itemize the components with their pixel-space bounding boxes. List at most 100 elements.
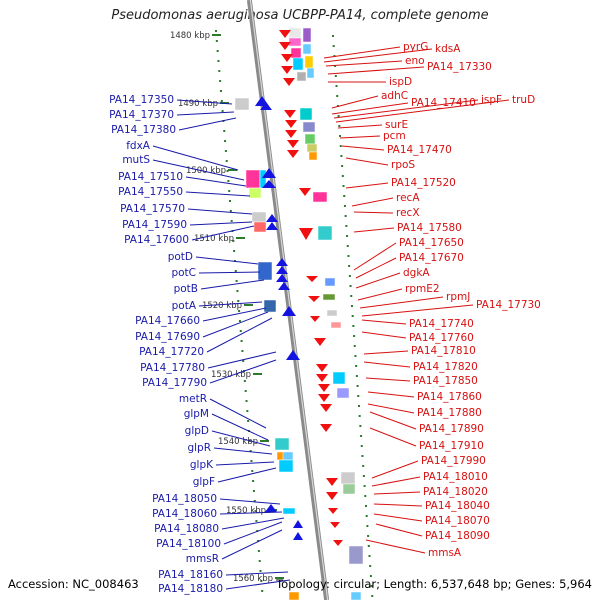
reverse-gene-arrow[interactable] (299, 188, 311, 196)
feature-box[interactable] (348, 545, 364, 565)
forward-gene-arrow[interactable] (278, 282, 290, 290)
feature-box[interactable] (306, 67, 315, 79)
forward-gene-arrow[interactable] (282, 306, 296, 316)
feature-box[interactable] (350, 591, 362, 600)
gene-label-ispF[interactable]: ispF (481, 94, 502, 106)
gene-label-recX[interactable]: recX (396, 207, 420, 219)
gene-label-PA14_17880[interactable]: PA14_17880 (417, 407, 482, 419)
gene-label-eno[interactable]: eno (405, 55, 425, 67)
feature-box[interactable] (299, 107, 313, 121)
feature-box[interactable] (278, 459, 294, 473)
reverse-gene-arrow[interactable] (285, 120, 297, 128)
gene-label-PA14_18060[interactable]: PA14_18060 (152, 508, 217, 520)
gene-label-PA14_18070[interactable]: PA14_18070 (425, 515, 490, 527)
forward-gene-arrow[interactable] (293, 532, 303, 540)
reverse-gene-arrow[interactable] (283, 78, 295, 86)
forward-gene-arrow[interactable] (266, 222, 278, 230)
reverse-gene-arrow[interactable] (281, 54, 293, 62)
reverse-gene-arrow[interactable] (310, 316, 320, 322)
feature-box[interactable] (340, 471, 356, 485)
gene-label-potA[interactable]: potA (172, 300, 197, 312)
feature-box[interactable] (296, 71, 307, 82)
feature-box[interactable] (288, 591, 300, 600)
forward-gene-arrow[interactable] (276, 258, 288, 266)
gene-label-glpK[interactable]: glpK (190, 459, 214, 471)
feature-box[interactable] (317, 225, 333, 241)
gene-label-PA14_17730[interactable]: PA14_17730 (476, 299, 541, 311)
gene-label-PA14_17520[interactable]: PA14_17520 (391, 177, 456, 189)
gene-label-PA14_17890[interactable]: PA14_17890 (419, 423, 484, 435)
gene-label-PA14_17660[interactable]: PA14_17660 (135, 315, 200, 327)
feature-box[interactable] (282, 507, 296, 515)
gene-label-glpF[interactable]: glpF (193, 476, 215, 488)
gene-label-PA14_17850[interactable]: PA14_17850 (413, 375, 478, 387)
reverse-gene-arrow[interactable] (314, 338, 326, 346)
feature-box[interactable] (274, 437, 290, 451)
gene-label-glpD[interactable]: glpD (185, 425, 209, 437)
gene-label-PA14_17910[interactable]: PA14_17910 (419, 440, 484, 452)
feature-box[interactable] (308, 151, 318, 161)
gene-label-glpM[interactable]: glpM (184, 408, 209, 420)
gene-label-pcm[interactable]: pcm (383, 130, 406, 142)
forward-gene-arrow[interactable] (265, 504, 277, 512)
reverse-gene-arrow[interactable] (326, 492, 338, 500)
gene-label-potC[interactable]: potC (171, 267, 196, 279)
gene-label-PA14_17810[interactable]: PA14_17810 (411, 345, 476, 357)
gene-label-potD[interactable]: potD (168, 251, 193, 263)
reverse-gene-arrow[interactable] (333, 540, 343, 546)
gene-label-PA14_17990[interactable]: PA14_17990 (421, 455, 486, 467)
forward-gene-arrow[interactable] (266, 214, 278, 222)
reverse-gene-arrow[interactable] (306, 276, 318, 282)
forward-gene-arrow[interactable] (260, 102, 272, 110)
gene-label-rpmJ[interactable]: rpmJ (446, 291, 470, 303)
feature-box[interactable] (263, 299, 277, 313)
gene-label-PA14_17590[interactable]: PA14_17590 (122, 219, 187, 231)
feature-box[interactable] (324, 277, 336, 287)
gene-label-potB[interactable]: potB (174, 283, 198, 295)
gene-label-PA14_17510[interactable]: PA14_17510 (118, 171, 183, 183)
reverse-gene-arrow[interactable] (281, 66, 293, 74)
gene-label-PA14_18080[interactable]: PA14_18080 (154, 523, 219, 535)
gene-label-truD[interactable]: truD (512, 94, 535, 106)
reverse-gene-arrow[interactable] (285, 130, 297, 138)
feature-box[interactable] (234, 97, 250, 111)
reverse-gene-arrow[interactable] (279, 30, 291, 38)
feature-box[interactable] (312, 191, 328, 203)
gene-label-ispD[interactable]: ispD (389, 76, 412, 88)
gene-label-PA14_18020[interactable]: PA14_18020 (423, 486, 488, 498)
gene-label-PA14_18090[interactable]: PA14_18090 (425, 530, 490, 542)
gene-label-PA14_18160[interactable]: PA14_18160 (158, 569, 223, 581)
gene-label-PA14_17570[interactable]: PA14_17570 (120, 203, 185, 215)
gene-label-dgkA[interactable]: dgkA (403, 267, 430, 279)
gene-label-PA14_17860[interactable]: PA14_17860 (417, 391, 482, 403)
gene-label-PA14_17650[interactable]: PA14_17650 (399, 237, 464, 249)
gene-label-PA14_18010[interactable]: PA14_18010 (423, 471, 488, 483)
feature-box[interactable] (336, 387, 350, 399)
feature-box[interactable] (322, 293, 336, 301)
feature-box[interactable] (288, 27, 302, 39)
reverse-gene-arrow[interactable] (330, 522, 340, 528)
reverse-gene-arrow[interactable] (316, 374, 328, 382)
gene-label-mmsR[interactable]: mmsR (186, 553, 219, 565)
forward-gene-arrow[interactable] (276, 266, 288, 274)
gene-label-pyrG[interactable]: pyrG (403, 41, 428, 53)
gene-label-PA14_17780[interactable]: PA14_17780 (140, 362, 205, 374)
gene-label-PA14_17410[interactable]: PA14_17410 (411, 97, 476, 109)
feature-box[interactable] (330, 321, 342, 329)
reverse-gene-arrow[interactable] (287, 140, 299, 148)
gene-label-PA14_18050[interactable]: PA14_18050 (152, 493, 217, 505)
feature-box[interactable] (306, 143, 318, 153)
gene-label-PA14_17690[interactable]: PA14_17690 (135, 331, 200, 343)
gene-label-PA14_17470[interactable]: PA14_17470 (387, 144, 452, 156)
reverse-gene-arrow[interactable] (284, 110, 296, 118)
feature-box[interactable] (248, 187, 262, 199)
reverse-gene-arrow[interactable] (318, 394, 330, 402)
gene-label-PA14_17380[interactable]: PA14_17380 (111, 124, 176, 136)
feature-box[interactable] (257, 261, 273, 281)
feature-box[interactable] (282, 451, 294, 461)
reverse-gene-arrow[interactable] (299, 228, 313, 240)
gene-label-PA14_18180[interactable]: PA14_18180 (158, 583, 223, 595)
feature-box[interactable] (253, 221, 267, 233)
gene-label-mutS[interactable]: mutS (122, 154, 150, 166)
